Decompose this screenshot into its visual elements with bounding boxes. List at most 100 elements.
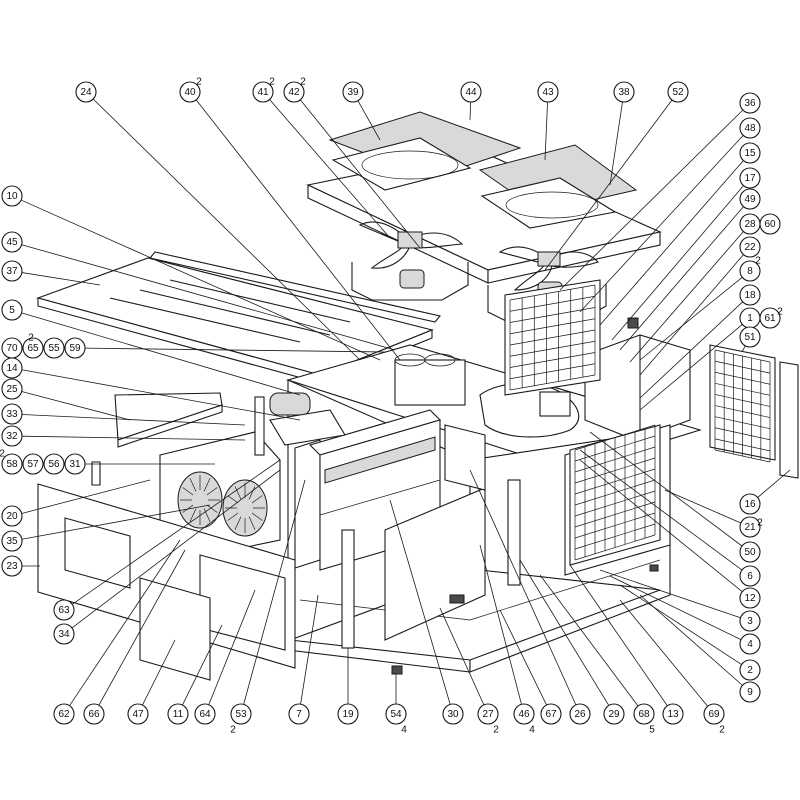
callout-number: 21	[744, 522, 756, 533]
callout-10: 10	[1, 185, 23, 207]
callout-circle	[43, 337, 65, 359]
callout-number: 51	[744, 332, 756, 343]
callout-quantity: 2	[269, 77, 275, 88]
callout-circle	[739, 142, 761, 164]
callout-circle	[537, 81, 559, 103]
callout-number: 59	[69, 343, 81, 354]
callout-circle	[252, 81, 274, 103]
callout-number: 68	[638, 709, 650, 720]
callout-number: 28	[744, 219, 756, 230]
callout-number: 19	[342, 709, 354, 720]
callout-circle	[337, 703, 359, 725]
callout-63: 63	[53, 599, 75, 621]
callout-number: 26	[574, 709, 586, 720]
leader-line-2	[619, 584, 742, 665]
callout-number: 39	[347, 87, 359, 98]
callout-18: 18	[739, 284, 761, 306]
callout-number: 45	[6, 237, 18, 248]
leader-line-48	[579, 135, 744, 313]
callout-circle	[603, 703, 625, 725]
callout-quantity: 2	[777, 307, 783, 318]
leader-line-16	[757, 469, 791, 498]
callout-circle	[1, 425, 23, 447]
callout-number: 44	[465, 87, 477, 98]
unit-drawing	[36, 111, 799, 681]
callout-number: 7	[296, 709, 302, 720]
leader-line-44	[469, 101, 472, 121]
callout-circle	[1, 299, 23, 321]
callout-64: 64	[194, 703, 216, 725]
callout-19: 19	[337, 703, 359, 725]
callout-48: 48	[739, 117, 761, 139]
callout-number: 15	[744, 148, 756, 159]
callout-11: 11	[167, 703, 189, 725]
callout-12: 12	[739, 587, 761, 609]
callout-9: 9	[739, 681, 761, 703]
callout-34: 34	[53, 623, 75, 645]
leader-line-32	[21, 435, 246, 441]
callout-47: 47	[127, 703, 149, 725]
leader-line-42	[299, 99, 421, 249]
leader-line-62	[69, 539, 181, 706]
leader-line-46	[479, 544, 522, 705]
leader-line-51	[741, 345, 746, 353]
callout-56: 56	[43, 453, 65, 475]
callout-circle	[739, 681, 761, 703]
leader-line-9	[639, 594, 743, 686]
callout-number: 52	[672, 87, 684, 98]
callout-49: 49	[739, 188, 761, 210]
callout-39: 39	[342, 81, 364, 103]
callout-circle	[739, 565, 761, 587]
leader-line-64	[208, 589, 256, 705]
leader-line-14	[21, 369, 301, 421]
leader-line-34	[71, 469, 281, 629]
leader-line-36	[559, 109, 744, 291]
callout-45: 45	[1, 231, 23, 253]
leader-line-69	[619, 599, 708, 707]
callout-circle	[739, 541, 761, 563]
leader-line-50	[589, 431, 743, 547]
callout-number: 43	[542, 87, 554, 98]
callout-7: 7	[288, 703, 310, 725]
callout-number: 24	[80, 87, 92, 98]
callout-number: 54	[390, 709, 402, 720]
callout-2: 2	[739, 659, 761, 681]
small-parts	[391, 317, 659, 675]
callout-number: 3	[747, 616, 753, 627]
condenser-top-deck	[306, 111, 662, 284]
callout-32: 32	[1, 425, 23, 447]
callout-number: 64	[199, 709, 211, 720]
callout-circle	[739, 188, 761, 210]
callout-1: 1	[739, 307, 761, 329]
callout-number: 14	[6, 363, 18, 374]
callout-circle	[1, 505, 23, 527]
callout-circle	[739, 587, 761, 609]
callout-number: 61	[764, 313, 776, 324]
callout-57: 57	[22, 453, 44, 475]
callout-number: 60	[764, 219, 776, 230]
callout-number: 58	[6, 459, 18, 470]
front-side-panels	[37, 392, 521, 681]
callout-circle	[1, 231, 23, 253]
callout-number: 27	[482, 709, 494, 720]
callout-number: 29	[608, 709, 620, 720]
leader-line-37	[21, 272, 101, 286]
callout-number: 47	[132, 709, 144, 720]
callout-circle	[759, 213, 781, 235]
leader-lines	[20, 98, 791, 707]
callout-circle	[385, 703, 407, 725]
callout-37: 37	[1, 260, 23, 282]
callout-number: 13	[667, 709, 679, 720]
callout-quantity: 2	[755, 256, 761, 267]
callout-quantity: 2	[196, 77, 202, 88]
leader-line-35	[21, 504, 211, 540]
callout-number: 67	[545, 709, 557, 720]
callout-circle	[75, 81, 97, 103]
callout-number: 40	[184, 87, 196, 98]
callout-number: 20	[6, 511, 18, 522]
callout-number: 34	[58, 629, 70, 640]
callout-number: 33	[6, 409, 18, 420]
